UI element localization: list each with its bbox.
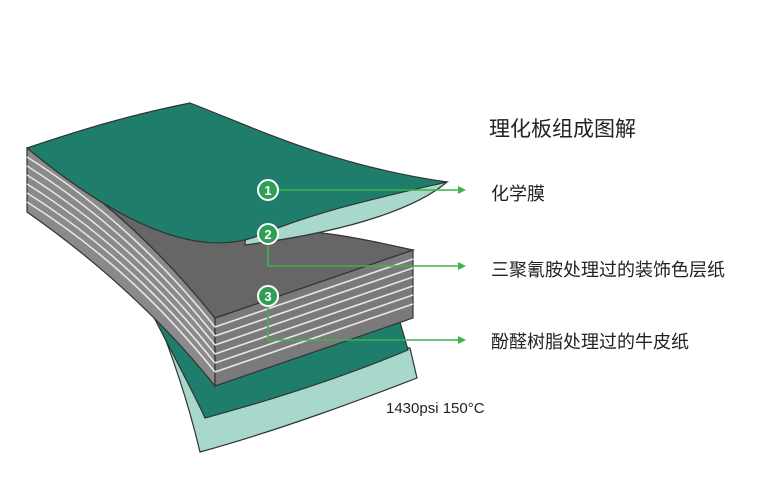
callout-1-number: 1 [264,183,271,198]
layer-3-label: 酚醛树脂处理过的牛皮纸 [491,332,689,353]
callout-3-number: 3 [264,289,271,304]
callout-2-number: 2 [264,227,271,242]
arrowhead-1 [458,186,466,194]
press-conditions: 1430psi 150°C [386,400,485,417]
callout-3: 3 [257,285,279,307]
diagram-title: 理化板组成图解 [489,117,636,141]
leader-line-3 [267,306,460,341]
arrowhead-2 [458,262,466,270]
callout-1: 1 [257,179,279,201]
layer-2-label: 三聚氰胺处理过的装饰色层纸 [491,260,725,281]
core-front-sheet-lines [26,156,216,373]
callout-2: 2 [257,223,279,245]
leader-lines [267,189,460,341]
leader-line-2 [267,246,460,267]
layer-1-label: 化学膜 [491,184,545,205]
core-side-sheet-lines [214,258,414,373]
arrowhead-3 [458,336,466,344]
leader-arrowheads [458,186,466,344]
top-film [25,102,448,244]
